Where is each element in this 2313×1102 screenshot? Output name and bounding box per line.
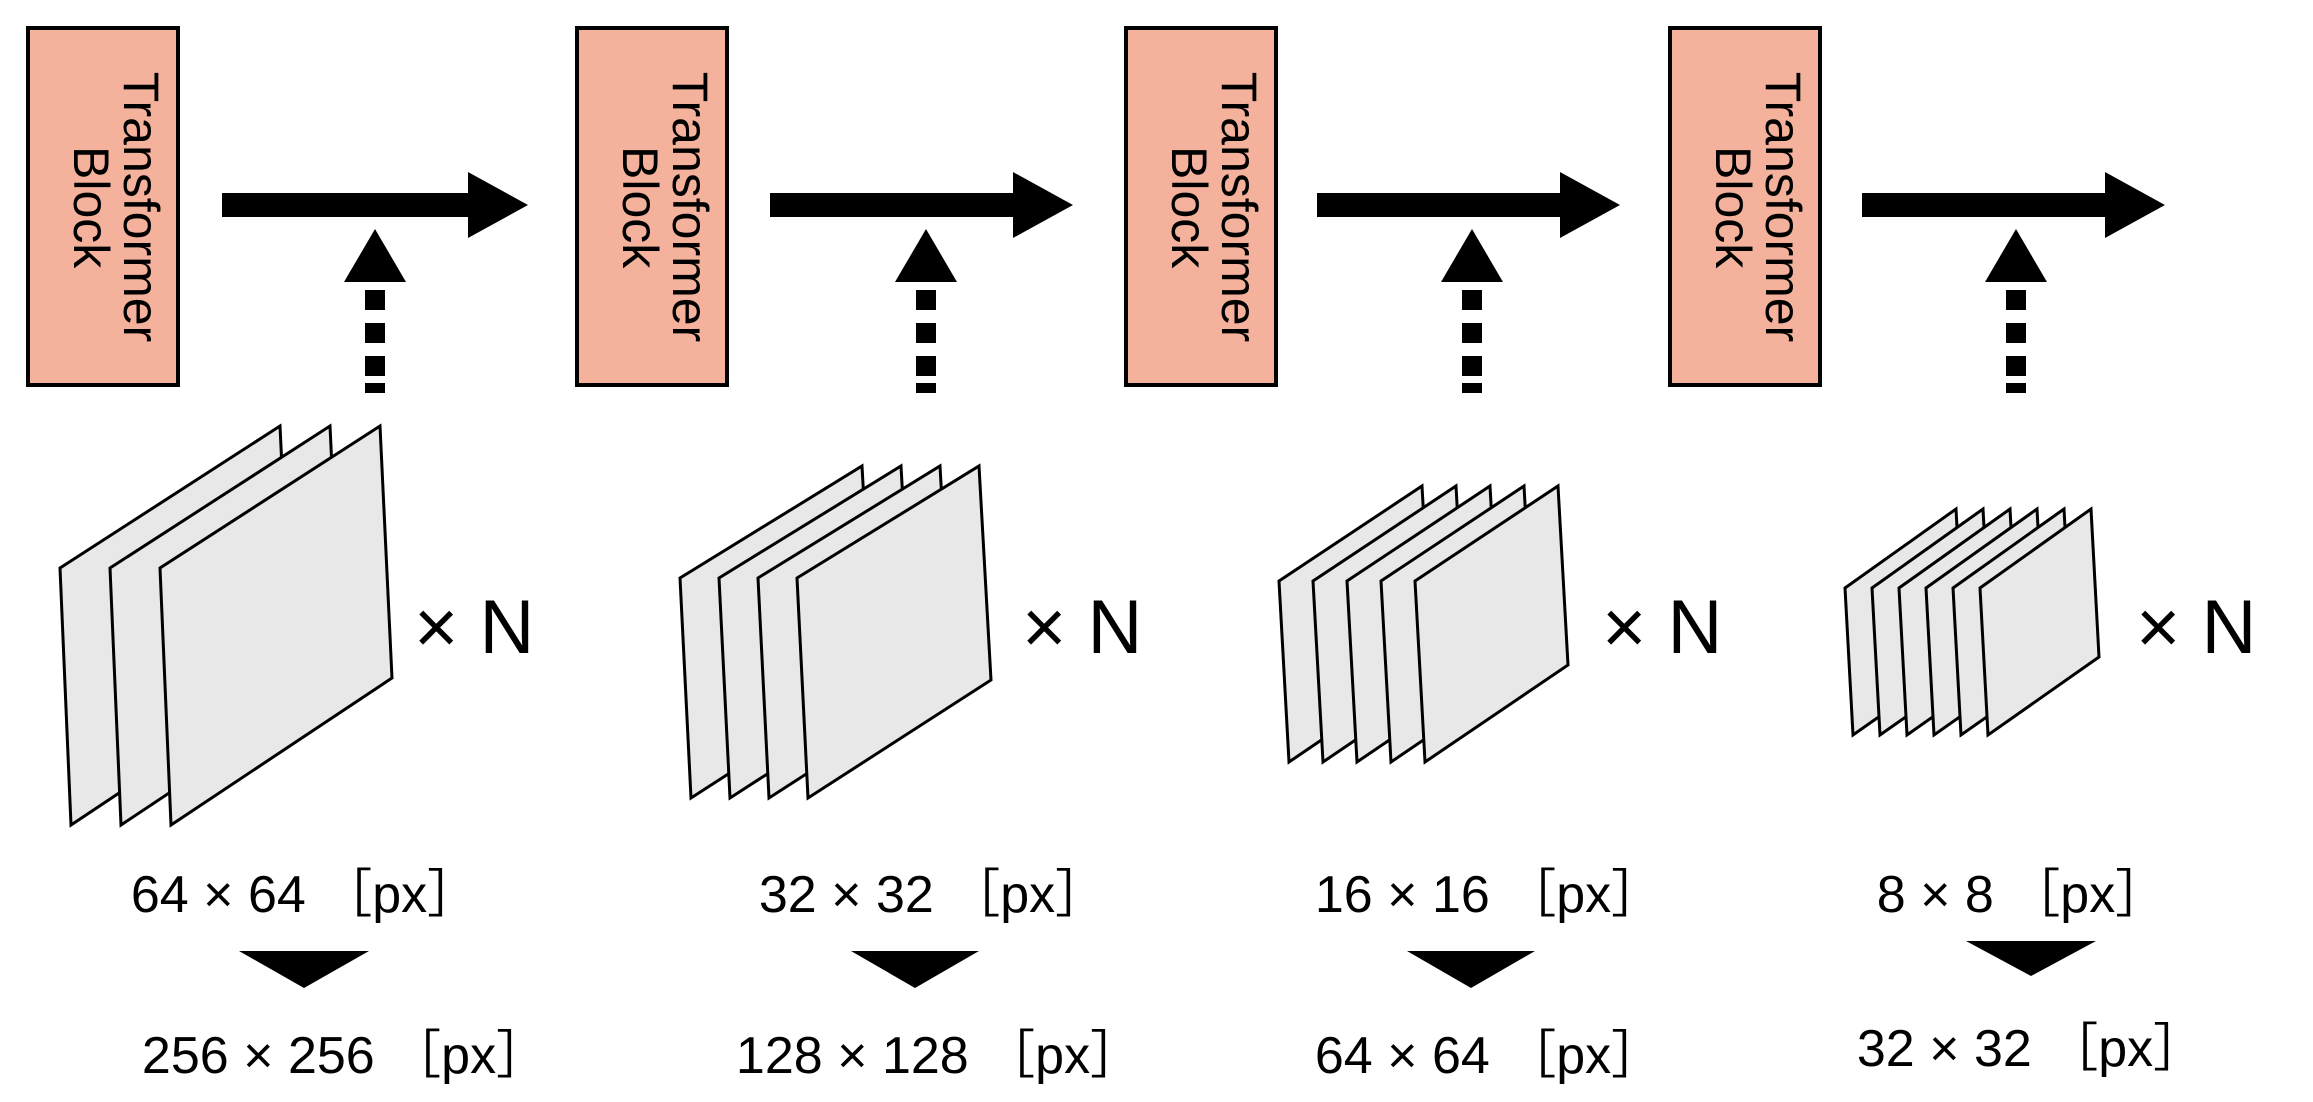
input-size-1: 64 × 64 ［px］ [131, 866, 479, 924]
input-size-3: 16 × 16 ［px］ [1315, 866, 1663, 924]
flow-arrow-3 [1317, 172, 1620, 238]
downsample-arrow-4 [1966, 941, 2096, 976]
transformer-block-2-label-line1: Transformer [662, 72, 718, 342]
flow-arrow-4 [1862, 172, 2165, 238]
output-size-3: 64 × 64 ［px］ [1315, 1027, 1663, 1085]
transformer-block-2 [575, 26, 729, 387]
downsample-arrow-2 [851, 951, 979, 988]
output-size-2: 128 × 128 ［px］ [736, 1027, 1142, 1085]
transformer-block-1 [26, 26, 180, 387]
transformer-block-2-label-line2: Block [612, 146, 668, 269]
transformer-block-4-label-line2: Block [1705, 146, 1761, 269]
stage-1: Transformer Block × N 64 × 64 ［px］ 256 ×… [26, 26, 548, 1085]
output-size-1: 256 × 256 ［px］ [142, 1027, 548, 1085]
dotted-up-arrow-4 [1985, 229, 2047, 393]
input-size-2: 32 × 32 ［px］ [759, 866, 1107, 924]
multiplier-2: × N [1022, 585, 1142, 670]
downsample-arrow-3 [1407, 951, 1535, 988]
feature-map-stack-2 [678, 463, 993, 801]
flow-arrow-1 [222, 172, 528, 238]
feature-map-stack-1 [58, 423, 394, 828]
dotted-up-arrow-2 [895, 229, 957, 393]
dotted-up-arrow-1 [344, 229, 406, 393]
transformer-block-3 [1124, 26, 1278, 387]
multiplier-1: × N [414, 585, 534, 670]
dotted-up-arrow-3 [1441, 229, 1503, 393]
transformer-block-1-label-line2: Block [63, 146, 119, 269]
transformer-block-1-label-line1: Transformer [113, 72, 169, 342]
stage-4: Transformer Block × N 8 × 8 ［px］ 32 × 32… [1668, 26, 2256, 1078]
output-size-4: 32 × 32 ［px］ [1857, 1020, 2205, 1078]
flow-arrow-2 [770, 172, 1073, 238]
feature-map-stack-3 [1277, 483, 1570, 765]
input-size-4: 8 × 8 ［px］ [1877, 866, 2167, 924]
transformer-block-3-label-line2: Block [1161, 146, 1217, 269]
stage-2: Transformer Block × N 32 × 32 ［px］ 128 ×… [575, 26, 1142, 1085]
multiplier-3: × N [1602, 585, 1722, 670]
transformer-block-4-label-line1: Transformer [1755, 72, 1811, 342]
transformer-block-3-label-line1: Transformer [1211, 72, 1267, 342]
feature-map-stack-4 [1843, 506, 2101, 738]
downsample-arrow-1 [239, 951, 369, 988]
multiplier-4: × N [2136, 585, 2256, 670]
transformer-block-4 [1668, 26, 1822, 387]
stage-3: Transformer Block × N 16 × 16 ［px］ 64 × … [1124, 26, 1722, 1085]
